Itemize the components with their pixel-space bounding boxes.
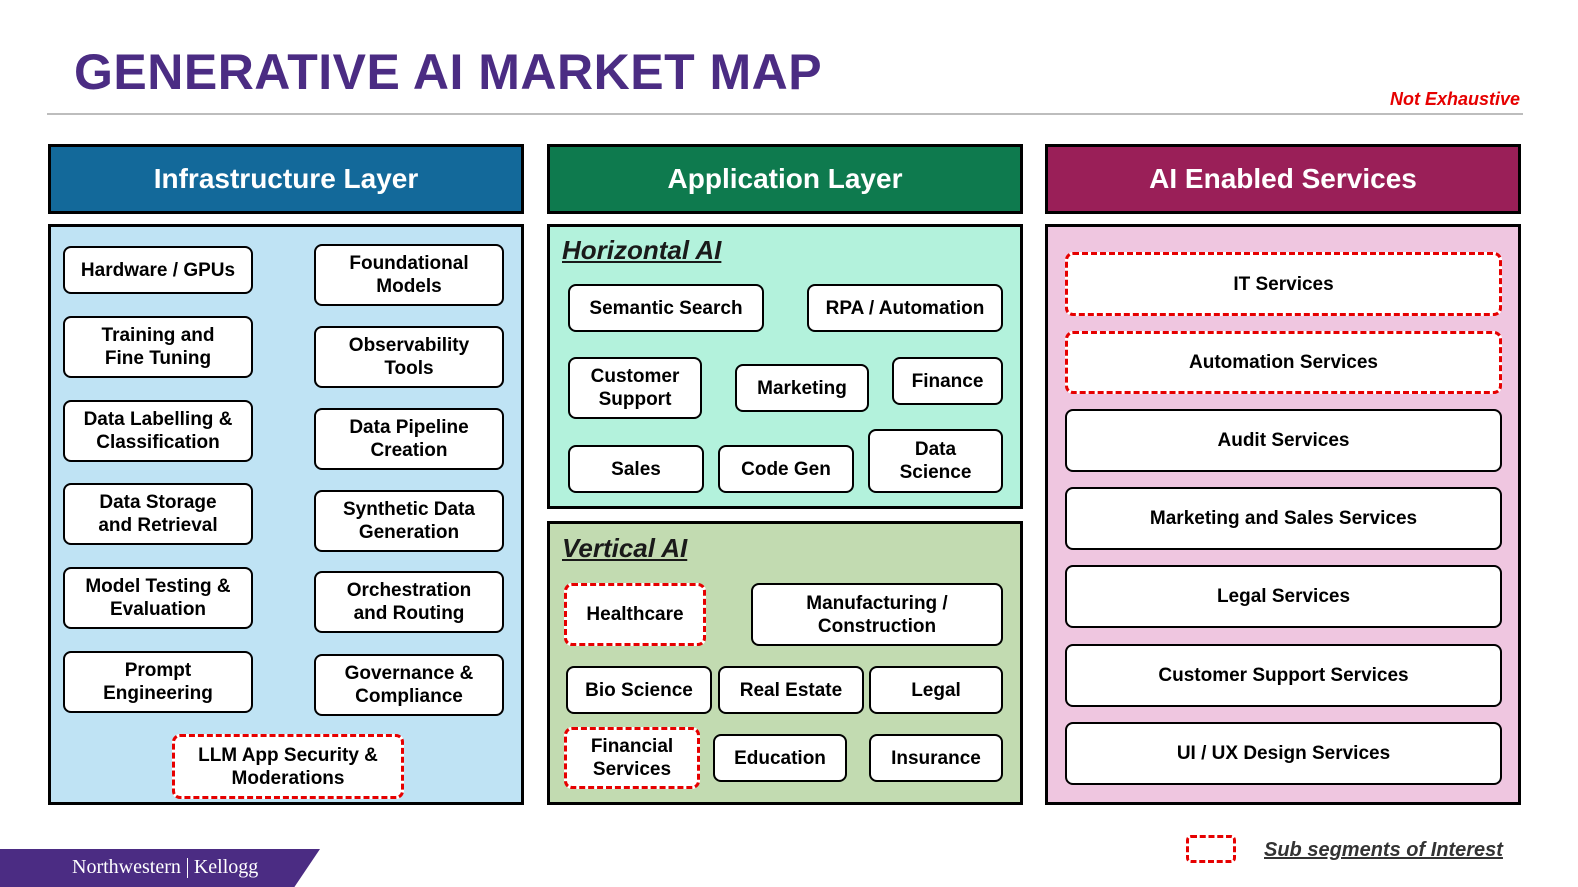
- segment-box: Orchestration and Routing: [314, 571, 504, 633]
- horizontal-ai-panel: Horizontal AI Semantic Search RPA / Auto…: [547, 224, 1023, 509]
- segment-label: Data Labelling & Classification: [83, 409, 233, 453]
- segment-box: Data Pipeline Creation: [314, 408, 504, 470]
- logo-separator: [186, 858, 188, 879]
- segment-label: Customer Support: [590, 366, 680, 410]
- segment-label: Real Estate: [739, 679, 843, 701]
- segment-box: Governance & Compliance: [314, 654, 504, 716]
- segment-box-of-interest: LLM App Security & Moderations: [172, 734, 404, 799]
- segment-label: Automation Services: [1189, 352, 1378, 373]
- segment-label: Healthcare: [586, 604, 684, 625]
- segment-label: Customer Support Services: [1158, 665, 1409, 686]
- segment-label: Education: [734, 747, 826, 769]
- segment-label: Prompt Engineering: [103, 660, 213, 704]
- segment-label: Data Storage and Retrieval: [98, 492, 218, 536]
- ai-enabled-services-header: AI Enabled Services: [1045, 144, 1521, 214]
- segment-label: Marketing: [757, 377, 847, 399]
- logo-text-left: Northwestern: [72, 856, 181, 878]
- segment-box: Legal: [869, 666, 1003, 714]
- segment-label: Data Science: [899, 439, 972, 483]
- segment-label: Legal: [911, 679, 961, 701]
- segment-label: Training and Fine Tuning: [101, 325, 215, 369]
- segment-label: Semantic Search: [589, 297, 743, 319]
- segment-label: Manufacturing / Construction: [806, 592, 948, 637]
- page-title: GENERATIVE AI MARKET MAP: [74, 44, 823, 100]
- segment-box: Synthetic Data Generation: [314, 490, 504, 552]
- segment-label: Marketing and Sales Services: [1149, 508, 1418, 529]
- interest-legend-swatch: [1186, 835, 1236, 863]
- segment-label: Foundational Models: [349, 253, 469, 297]
- title-divider: [47, 113, 1523, 115]
- segment-box: Customer Support Services: [1065, 644, 1502, 707]
- kellogg-logo: Northwestern Kellogg: [72, 856, 258, 879]
- segment-label: Finance: [911, 370, 984, 392]
- segment-box: Legal Services: [1065, 565, 1502, 628]
- segment-label: IT Services: [1233, 273, 1334, 295]
- segment-label: Code Gen: [741, 458, 831, 480]
- segment-label: Audit Services: [1217, 430, 1350, 451]
- segment-box: Bio Science: [566, 666, 712, 714]
- vertical-ai-panel: Vertical AI Healthcare Manufacturing / C…: [547, 521, 1023, 805]
- segment-box: Semantic Search: [568, 284, 764, 332]
- segment-label: Hardware / GPUs: [80, 259, 236, 281]
- horizontal-ai-title: Horizontal AI: [562, 235, 722, 265]
- segment-box: Data Labelling & Classification: [63, 400, 253, 462]
- segment-box: Model Testing & Evaluation: [63, 567, 253, 629]
- segment-label: Governance & Compliance: [344, 663, 474, 707]
- segment-box: Marketing: [735, 364, 869, 412]
- segment-label: Bio Science: [585, 679, 693, 701]
- segment-box-of-interest: Automation Services: [1065, 331, 1502, 394]
- segment-label: RPA / Automation: [825, 297, 985, 319]
- segment-box-of-interest: IT Services: [1065, 252, 1502, 316]
- segment-box: Training and Fine Tuning: [63, 316, 253, 378]
- segment-box: Sales: [568, 445, 704, 493]
- segment-label: UI / UX Design Services: [1176, 743, 1391, 764]
- segment-label: Sales: [611, 458, 661, 480]
- segment-box: Data Science: [868, 429, 1003, 493]
- segment-box: Foundational Models: [314, 244, 504, 306]
- not-exhaustive-note: Not Exhaustive: [1389, 89, 1520, 109]
- segment-label: Orchestration and Routing: [346, 580, 472, 624]
- segment-label: Synthetic Data Generation: [343, 499, 475, 543]
- segment-box: Prompt Engineering: [63, 651, 253, 713]
- segment-box-of-interest: Financial Services: [564, 727, 700, 789]
- segment-box: Customer Support: [568, 357, 702, 419]
- segment-box: Observability Tools: [314, 326, 504, 388]
- segment-box: RPA / Automation: [807, 284, 1003, 332]
- footer-bar: [0, 849, 320, 887]
- segment-label: Financial Services: [590, 736, 674, 780]
- segment-box: Real Estate: [718, 666, 864, 714]
- segment-label: Legal Services: [1216, 586, 1351, 607]
- segment-label: Model Testing & Evaluation: [85, 576, 231, 620]
- segment-box: Finance: [892, 357, 1003, 405]
- segment-label: Data Pipeline Creation: [349, 417, 469, 461]
- segment-box: Data Storage and Retrieval: [63, 483, 253, 545]
- vertical-ai-title: Vertical AI: [562, 533, 688, 563]
- application-layer-header: Application Layer: [547, 144, 1023, 214]
- segment-label: Insurance: [891, 747, 981, 769]
- segment-box: Education: [713, 734, 847, 782]
- segment-box: Code Gen: [718, 445, 854, 493]
- segment-box: Manufacturing / Construction: [751, 583, 1003, 646]
- interest-legend-label: Sub segments of Interest: [1264, 839, 1503, 861]
- infrastructure-layer-header: Infrastructure Layer: [48, 144, 524, 214]
- segment-box: Audit Services: [1065, 409, 1502, 472]
- infrastructure-panel: Hardware / GPUs Foundational Models Trai…: [48, 224, 524, 805]
- segment-box: Hardware / GPUs: [63, 246, 253, 294]
- ai-enabled-services-panel: IT Services Automation Services Audit Se…: [1045, 224, 1521, 805]
- segment-box: UI / UX Design Services: [1065, 722, 1502, 785]
- segment-label: Observability Tools: [348, 335, 470, 379]
- segment-box: Marketing and Sales Services: [1065, 487, 1502, 550]
- segment-box: Insurance: [869, 734, 1003, 782]
- segment-label: LLM App Security & Moderations: [198, 744, 378, 789]
- segment-box-of-interest: Healthcare: [564, 583, 706, 646]
- logo-text-right: Kellogg: [193, 856, 259, 878]
